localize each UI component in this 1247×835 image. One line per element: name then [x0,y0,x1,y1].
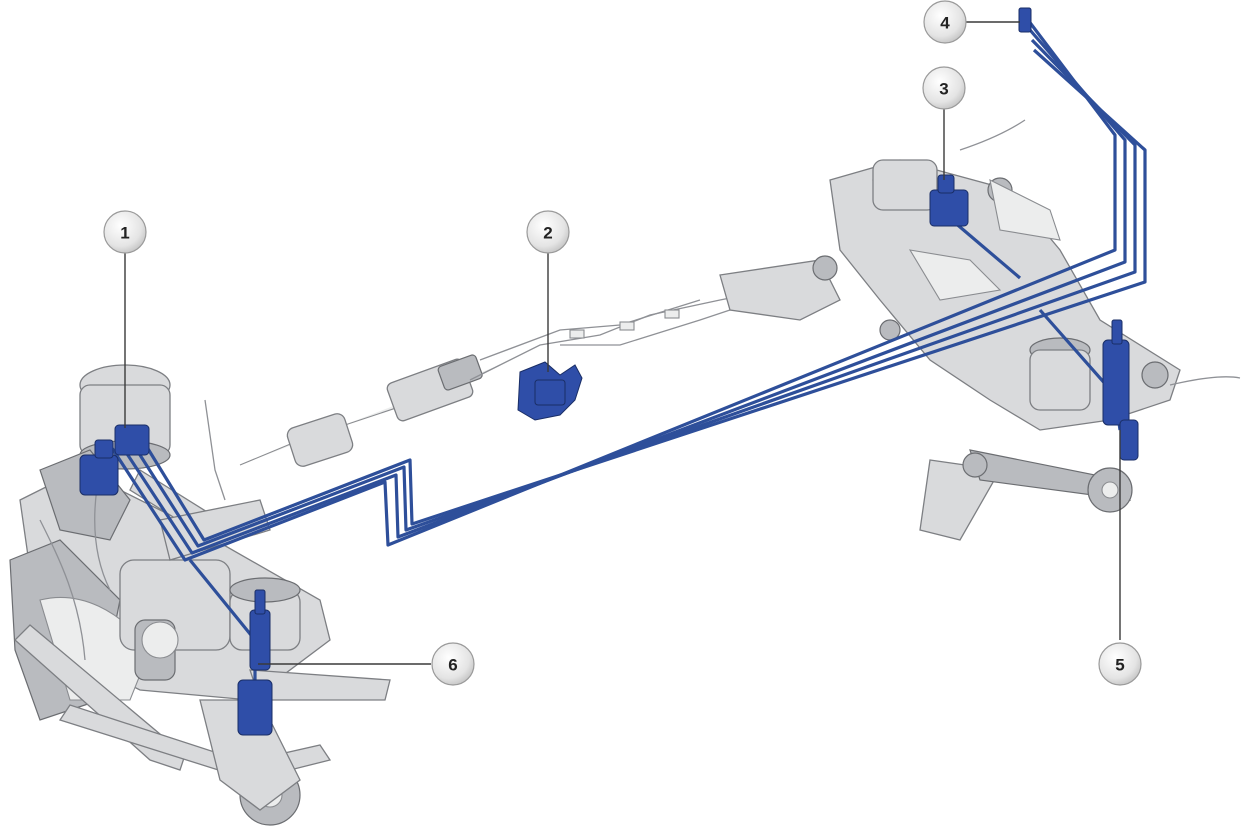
callout-1: 1 [103,210,147,254]
line-connector [1018,7,1032,33]
callout-label: 1 [120,224,129,243]
rear-right-shock [1102,319,1139,461]
rear-axle-assembly [812,119,1241,541]
front-left-valve [79,424,150,496]
callout-2: 2 [526,210,570,254]
valve-block [517,361,583,421]
callout-label: 2 [543,224,552,243]
callout-3: 3 [922,66,966,110]
callout-label: 4 [940,14,950,33]
callout-6: 6 [431,642,475,686]
callout-5: 5 [1098,642,1142,686]
callout-label: 6 [448,656,457,675]
center-harness [239,259,841,467]
blue-components [79,7,1139,736]
callout-4: 4 [923,0,967,44]
front-right-shock [237,589,273,736]
leader-lines [124,21,1121,665]
callout-label: 3 [939,80,948,99]
air-lines [108,8,1147,700]
rear-left-valve [929,174,969,227]
callout-label: 5 [1115,656,1124,675]
